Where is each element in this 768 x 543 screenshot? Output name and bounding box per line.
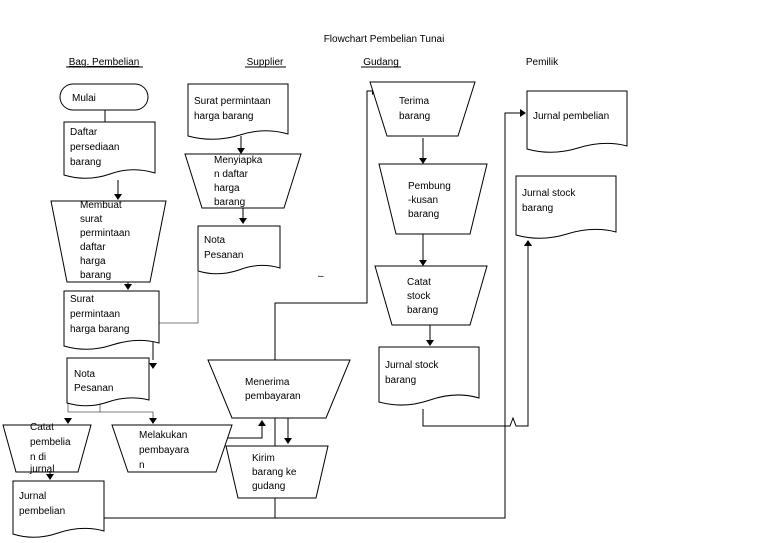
node-nota-pesanan-pembelian: Nota Pesanan <box>66 357 150 407</box>
node-surat-permintaan-pembelian: Surat permintaan harga barang <box>63 290 160 350</box>
node-terima-line-1: Terima <box>399 96 429 107</box>
node-daftar-line-3: barang <box>70 157 101 168</box>
node-jurnal-pembelian-pemilik: Jurnal pembelian <box>526 90 628 153</box>
lane-header-pembelian: Bag. Pembelian <box>69 57 140 68</box>
node-terima-barang: Terima barang <box>369 81 476 137</box>
node-menyiapkan-line-1: Menyiapka <box>214 155 263 166</box>
node-nota-beli-line-2: Pesanan <box>74 383 113 394</box>
node-surat-beli-line-1: Surat <box>70 294 94 305</box>
node-membuat-line-3: permintaan <box>80 228 130 239</box>
lane-header-supplier: Supplier <box>247 57 284 68</box>
stray-dash: – <box>318 271 324 282</box>
node-menerima-line-1: Menerima <box>245 377 290 388</box>
node-surat-sup-line-2: harga barang <box>194 111 254 122</box>
node-jurnal-pembelian-bag: Jurnal pembelian <box>12 480 105 538</box>
node-pembungkusan-line-2: -kusan <box>408 195 438 206</box>
node-catat-stock-line-2: stock <box>407 291 431 302</box>
node-jurnal-stock-p-line-1: Jurnal stock <box>522 188 576 199</box>
node-daftar-line-2: persediaan <box>70 142 119 153</box>
node-nota-sup-line-1: Nota <box>204 235 226 246</box>
node-nota-beli-line-1: Nota <box>74 369 96 380</box>
node-catat-stock-line-1: Catat <box>407 277 431 288</box>
flowchart-title: Flowchart Pembelian Tunai <box>324 34 445 45</box>
node-kirim-line-1: Kirim <box>252 453 275 464</box>
node-membuat-line-4: daftar <box>80 242 106 253</box>
lane-header-gudang: Gudang <box>363 57 399 68</box>
node-menyiapkan-line-4: barang <box>214 197 245 208</box>
node-menerima-line-2: pembayaran <box>245 391 301 402</box>
node-membuat-line-2: surat <box>80 214 102 225</box>
node-melakukan-line-3: n <box>139 460 145 471</box>
node-catat-pembelian: Catat pembelia n di jurnal <box>2 422 92 475</box>
node-membuat-surat: Membuat surat permintaan daftar harga ba… <box>50 200 167 283</box>
node-jurnal-stock-pemilik: Jurnal stock barang <box>515 175 617 239</box>
node-catat-beli-line-1: Catat <box>30 422 54 433</box>
node-catat-beli-line-3: n di <box>30 452 46 463</box>
node-menerima-pembayaran: Menerima pembayaran <box>207 359 351 419</box>
node-menyiapkan-daftar: Menyiapka n daftar harga barang <box>184 153 302 209</box>
node-melakukan-line-2: pembayara <box>139 445 189 456</box>
node-jurnal-pembelian-p-line-1: Jurnal pembelian <box>533 111 609 122</box>
node-surat-sup-line-1: Surat permintaan <box>194 96 271 107</box>
node-membuat-line-6: barang <box>80 270 111 281</box>
node-nota-sup-line-2: Pesanan <box>204 250 243 261</box>
node-menyiapkan-line-2: n daftar <box>214 169 249 180</box>
node-pembungkusan-barang: Pembung -kusan barang <box>378 163 488 235</box>
node-kirim-line-2: barang ke <box>252 467 297 478</box>
node-jurnal-stock-p-line-2: barang <box>522 203 553 214</box>
node-kirim-line-3: gudang <box>252 481 285 492</box>
node-membuat-line-1: Membuat <box>80 200 122 211</box>
node-melakukan-line-1: Melakukan <box>139 430 187 441</box>
node-kirim-barang: Kirim barang ke gudang <box>225 445 329 499</box>
node-mulai: Mulai <box>59 83 149 111</box>
node-jurnal-beli-line-2: pembelian <box>19 506 65 517</box>
lane-headers: Bag. Pembelian Supplier Gudang Pemilik <box>66 57 559 68</box>
node-membuat-line-5: harga <box>80 256 106 267</box>
node-terima-line-2: barang <box>399 111 430 122</box>
node-daftar-line-1: Daftar <box>70 127 98 138</box>
node-jurnal-stock-g-line-2: barang <box>385 375 416 386</box>
node-catat-stock: Catat stock barang <box>374 265 488 326</box>
node-pembungkusan-line-1: Pembung <box>408 181 451 192</box>
node-daftar-persediaan: Daftar persediaan barang <box>63 121 156 179</box>
node-jurnal-stock-gudang: Jurnal stock barang <box>378 346 480 406</box>
node-jurnal-stock-g-line-1: Jurnal stock <box>385 360 439 371</box>
node-surat-beli-line-3: harga barang <box>70 324 130 335</box>
node-surat-permintaan-supplier: Surat permintaan harga barang <box>187 83 289 140</box>
node-melakukan-pembayaran: Melakukan pembayara n <box>111 424 233 473</box>
lane-header-pemilik: Pemilik <box>526 57 559 68</box>
node-surat-beli-line-2: permintaan <box>70 309 120 320</box>
node-mulai-line: Mulai <box>72 93 96 104</box>
node-catat-stock-line-3: barang <box>407 305 438 316</box>
node-nota-pesanan-supplier: Nota Pesanan <box>197 225 281 275</box>
node-jurnal-beli-line-1: Jurnal <box>19 491 46 502</box>
node-catat-beli-line-4: jurnal <box>29 464 54 475</box>
node-menyiapkan-line-3: harga <box>214 183 240 194</box>
node-pembungkusan-line-3: barang <box>408 209 439 220</box>
node-catat-beli-line-2: pembelia <box>30 437 71 448</box>
